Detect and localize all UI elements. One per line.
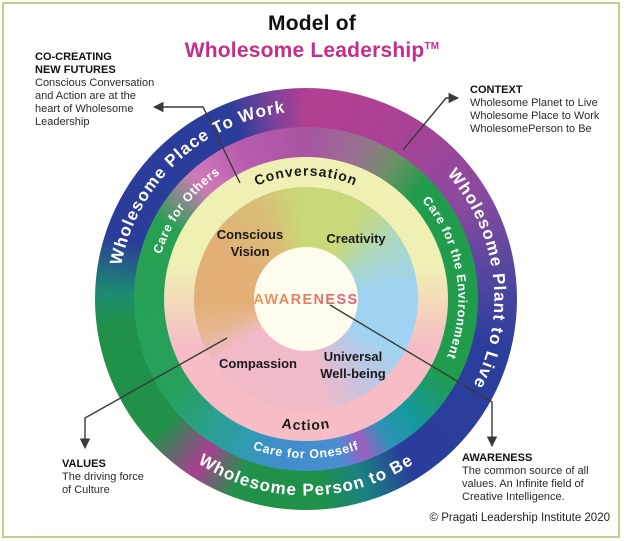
annotation-context-body-line: WholesomePerson to Be [470,123,592,135]
annotation-co-creating-body-line: heart of Wholesome [35,103,134,115]
trademark-symbol: TM [424,41,440,52]
awareness-center-circle [254,247,358,351]
annotation-values: VALUES The driving force of Culture [62,458,182,497]
copyright-notice: © Pragati Leadership Institute 2020 [429,512,610,524]
annotation-awareness: AWARENESS The common source of all value… [462,452,617,504]
annotation-context: CONTEXT Wholesome Planet to Live Wholeso… [470,84,618,136]
page-title: Model of [268,12,356,35]
annotation-co-creating-body-line: Conscious Conversation [35,77,155,89]
page-subtitle: Wholesome LeadershipTM [0,39,624,63]
annotation-context-title: CONTEXT [470,84,523,96]
annotation-co-creating-body-line: Leadership [35,116,90,128]
annotation-awareness-body-line: Creative Intelligence. [462,491,565,503]
title-block: Model of Wholesome LeadershipTM [0,12,624,63]
annotation-awareness-body-line: The common source of all [462,465,589,477]
annotation-co-creating-title-line2: NEW FUTURES [35,64,116,76]
annotation-awareness-title: AWARENESS [462,452,533,464]
annotation-values-body-line: The driving force [62,471,144,483]
annotation-values-body-line: of Culture [62,484,110,496]
annotation-context-body-line: Wholesome Planet to Live [470,97,598,109]
subtitle-text: Wholesome Leadership [184,39,425,62]
annotation-awareness-body-line: values. An Infinite field of [462,478,584,490]
annotation-co-creating-body-line: and Action are at the [35,90,136,102]
annotation-co-creating-title-line1: CO-CREATING [35,51,112,63]
annotation-co-creating: CO-CREATING NEW FUTURES Conscious Conver… [35,51,185,129]
annotation-context-body-line: Wholesome Place to Work [470,110,600,122]
annotation-values-title: VALUES [62,458,106,470]
